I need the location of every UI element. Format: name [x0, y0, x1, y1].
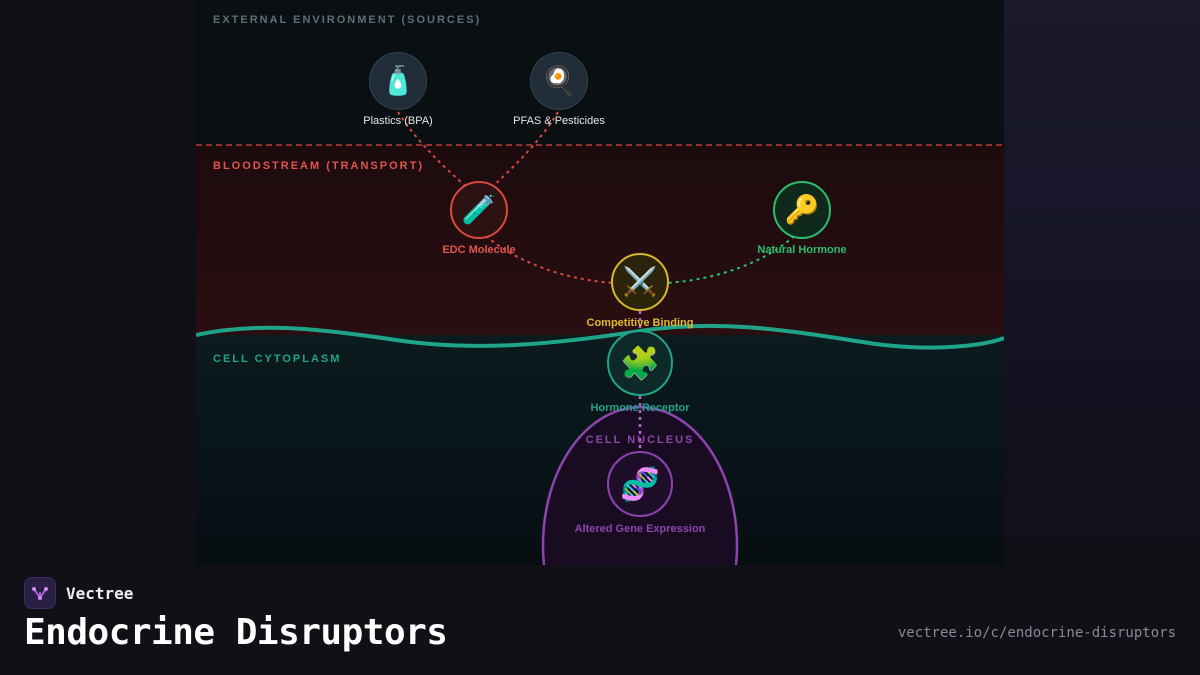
bottle-icon: 🧴 — [380, 65, 416, 96]
node-natural-hormone[interactable]: 🔑 — [773, 181, 831, 239]
node-plastics[interactable]: 🧴 — [369, 52, 427, 110]
diagram-connections — [196, 111, 1004, 565]
node-plastics-label: Plastics (BPA) — [363, 115, 433, 127]
puzzle-piece-icon: 🧩 — [620, 345, 660, 381]
connector-natural-binding — [665, 235, 795, 284]
dna-icon: 🧬 — [620, 466, 660, 502]
zone-label-external: EXTERNAL ENVIRONMENT (SOURCES) — [213, 14, 482, 26]
page-url[interactable]: vectree.io/c/endocrine-disruptors — [897, 625, 1176, 641]
diagram-panel: EXTERNAL ENVIRONMENT (SOURCES) BLOODSTRE… — [196, 0, 1004, 565]
key-icon: 🔑 — [784, 194, 820, 225]
connector-plastics-edc — [397, 111, 469, 189]
frying-pan-icon: 🍳 — [541, 65, 577, 96]
zone-label-cytoplasm: CELL CYTOPLASM — [213, 353, 342, 365]
page-title: Endocrine Disruptors — [24, 612, 448, 653]
tree-icon — [32, 587, 48, 600]
node-edc-molecule[interactable]: 🧪 — [450, 181, 508, 239]
node-altered-gene-expression[interactable]: 🧬 — [607, 451, 673, 517]
vectree-logo-icon[interactable] — [24, 577, 56, 609]
node-competitive-binding[interactable]: ⚔️ — [611, 253, 669, 311]
zone-bloodstream — [196, 145, 1004, 345]
zone-label-bloodstream: BLOODSTREAM (TRANSPORT) — [213, 160, 424, 172]
crossed-swords-icon: ⚔️ — [622, 266, 658, 297]
brand-name[interactable]: Vectree — [66, 584, 134, 603]
node-altered-gene-expression-label: Altered Gene Expression — [574, 523, 706, 535]
test-tube-icon: 🧪 — [461, 194, 497, 225]
node-pfas[interactable]: 🍳 — [530, 52, 588, 110]
footer — [0, 565, 1200, 675]
node-pfas-label: PFAS & Pesticides — [513, 115, 605, 127]
node-natural-hormone-label: Natural Hormone — [757, 244, 847, 256]
background-glow — [1004, 0, 1200, 565]
zone-label-nucleus: CELL NUCLEUS — [585, 434, 695, 446]
node-competitive-binding-label: Competitive Binding — [586, 317, 694, 329]
node-edc-molecule-label: EDC Molecule — [442, 244, 516, 256]
zone-external-environment — [196, 0, 1004, 145]
node-hormone-receptor-label: Hormone Receptor — [590, 402, 690, 414]
connector-edc-binding — [485, 235, 615, 284]
connector-pfas-edc — [490, 111, 559, 189]
cell-membrane — [196, 323, 1004, 350]
node-hormone-receptor[interactable]: 🧩 — [607, 330, 673, 396]
